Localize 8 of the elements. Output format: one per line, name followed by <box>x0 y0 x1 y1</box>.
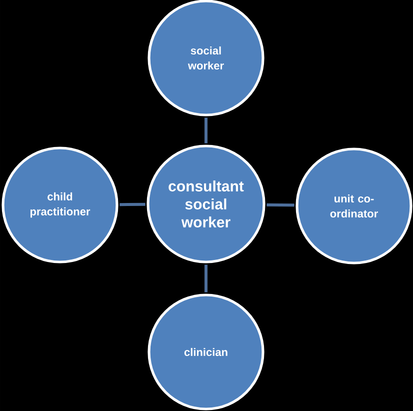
connector-line <box>204 118 208 144</box>
circle-node: consultant social worker <box>146 144 266 264</box>
connector-line <box>266 203 294 207</box>
circle-node: child practitioner <box>2 146 118 264</box>
circle-node: clinician <box>148 294 264 410</box>
connector-line <box>204 264 208 292</box>
circle-node: unit co-ordinator <box>296 148 412 264</box>
connector-line <box>120 202 146 206</box>
